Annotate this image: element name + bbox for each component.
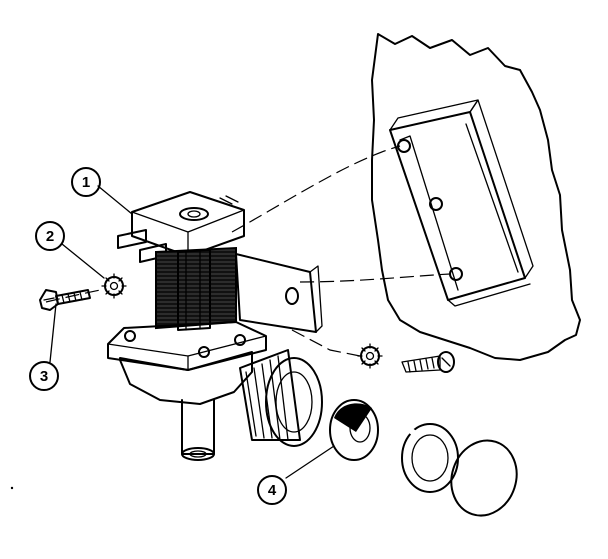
lockwasher-right (357, 343, 383, 369)
cabinet-panel (371, 33, 581, 361)
callout-3-label: 3 (40, 368, 48, 385)
leader-lines (49, 185, 335, 479)
callout-1-label: 1 (82, 174, 90, 191)
callout-1: 1 (71, 167, 101, 197)
screw-right (401, 351, 455, 373)
callout-4-label: 4 (268, 482, 277, 499)
water-valve (107, 191, 323, 461)
lockwasher-left (101, 273, 127, 299)
flow-washer (329, 399, 379, 461)
mounting-bracket (389, 99, 534, 307)
alignment-lines (45, 145, 451, 357)
callout-2: 2 (35, 221, 65, 251)
retaining-ring (401, 423, 459, 493)
strainer-screen (450, 439, 518, 517)
callout-4: 4 (257, 475, 287, 505)
callout-2-label: 2 (46, 228, 54, 245)
screw-left (39, 289, 91, 311)
stray-mark (10, 486, 14, 490)
callout-3: 3 (29, 361, 59, 391)
